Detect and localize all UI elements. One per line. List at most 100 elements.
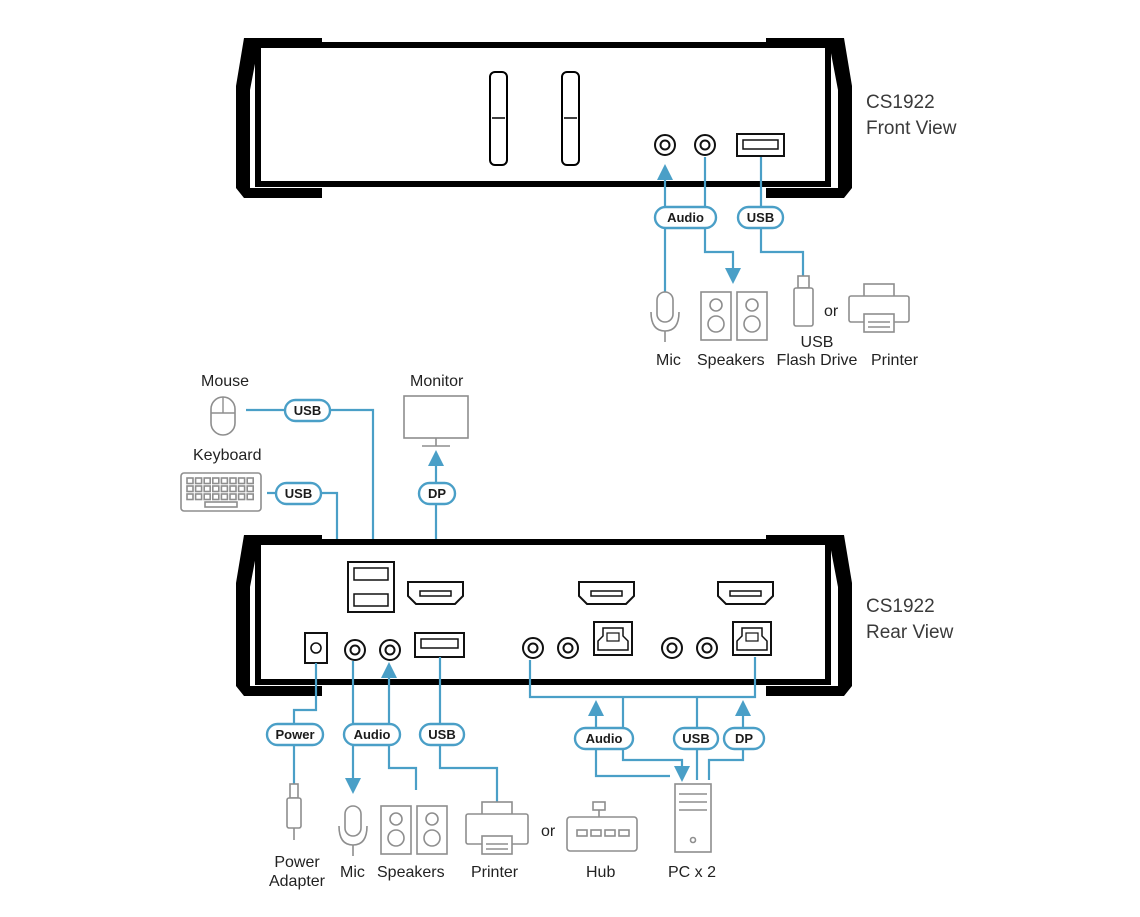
keyboard-key bbox=[237, 477, 246, 485]
keyboard-key bbox=[212, 493, 220, 501]
keyboard-key bbox=[194, 493, 203, 501]
rear-usb-port bbox=[414, 632, 465, 658]
keyboard-key bbox=[220, 477, 229, 485]
rear-mic-jack bbox=[344, 639, 366, 661]
svg-text:DP: DP bbox=[735, 731, 753, 746]
svg-text:Audio: Audio bbox=[354, 727, 391, 742]
keyboard-key bbox=[229, 493, 237, 501]
keyboard-key bbox=[246, 485, 254, 493]
rear-unit bbox=[236, 535, 852, 696]
mouse-usb-badge: USB bbox=[283, 398, 332, 423]
monitor-icon bbox=[403, 395, 469, 447]
front-mic-label: Mic bbox=[656, 352, 681, 369]
rear-title-view: Rear View bbox=[866, 622, 954, 643]
mouse-icon bbox=[210, 396, 236, 436]
keyboard-key bbox=[203, 485, 211, 493]
svg-text:USB: USB bbox=[285, 486, 312, 501]
rear-usb-badge: USB bbox=[418, 722, 466, 747]
front-unit bbox=[236, 38, 852, 198]
keyboard-key bbox=[246, 477, 254, 485]
microphone-icon bbox=[650, 291, 680, 342]
pc1-audio-jacks bbox=[522, 637, 579, 659]
svg-text:USB: USB bbox=[747, 210, 774, 225]
keyboard-label: Keyboard bbox=[193, 447, 262, 464]
mouse-label: Mouse bbox=[201, 373, 249, 390]
usb-hub-icon bbox=[566, 801, 638, 852]
rear-chassis bbox=[255, 539, 831, 685]
keyboard-key bbox=[212, 485, 220, 493]
rear-speaker-jack bbox=[379, 639, 401, 661]
keyboard-key bbox=[229, 477, 237, 485]
front-audio-badge: Audio bbox=[653, 205, 718, 230]
rear-title-model: CS1922 bbox=[866, 596, 935, 617]
rear-or-label: or bbox=[541, 823, 556, 840]
keyboard-key bbox=[220, 493, 229, 501]
front-or-label: or bbox=[824, 303, 839, 320]
front-left-bracket bbox=[236, 38, 322, 198]
keyboard-key bbox=[212, 477, 220, 485]
pc-label: PC x 2 bbox=[668, 864, 716, 881]
front-title-model: CS1922 bbox=[866, 92, 935, 113]
speakers-icon bbox=[700, 291, 768, 341]
keyboard-key bbox=[203, 477, 211, 485]
front-speaker-jack bbox=[694, 134, 716, 156]
front-right-bracket bbox=[766, 38, 852, 198]
rear-speakers-label: Speakers bbox=[377, 864, 445, 881]
keyboard-icon bbox=[180, 472, 262, 512]
front-mic-jack bbox=[654, 134, 676, 156]
svg-text:Audio: Audio bbox=[586, 731, 623, 746]
power-jack bbox=[304, 632, 328, 664]
keyboard-key bbox=[220, 485, 229, 493]
svg-text:Power: Power bbox=[275, 727, 314, 742]
monitor-dp-badge: DP bbox=[417, 481, 457, 506]
pc2-usb-b-port bbox=[732, 621, 772, 656]
keyboard-spacebar bbox=[204, 501, 238, 508]
power-adapter-icon bbox=[286, 783, 302, 840]
svg-text:USB: USB bbox=[428, 727, 455, 742]
keyboard-key bbox=[203, 493, 211, 501]
pc-audio-badge: Audio bbox=[573, 726, 635, 751]
front-printer-icon bbox=[848, 283, 910, 333]
keyboard-key bbox=[186, 493, 194, 501]
keyboard-key bbox=[194, 485, 203, 493]
rear-audio-badge: Audio bbox=[342, 722, 402, 747]
pc-tower-icon bbox=[674, 783, 712, 853]
svg-text:DP: DP bbox=[428, 486, 446, 501]
front-usb-port bbox=[736, 133, 785, 157]
monitor-label: Monitor bbox=[410, 373, 464, 390]
rear-printer-label: Printer bbox=[471, 864, 519, 881]
svg-text:USB: USB bbox=[682, 731, 709, 746]
power-adapter-label-line1: Power bbox=[274, 854, 320, 871]
keyboard-key bbox=[237, 493, 246, 501]
hub-label: Hub bbox=[586, 864, 615, 881]
flash-drive-label-line1: USB bbox=[801, 334, 834, 351]
keyboard-key bbox=[229, 485, 237, 493]
front-cables bbox=[657, 157, 805, 300]
front-title-view: Front View bbox=[866, 118, 957, 139]
flash-drive-label-line2: Flash Drive bbox=[777, 352, 858, 369]
rear-speakers-icon bbox=[380, 805, 448, 855]
rear-mic-label: Mic bbox=[340, 864, 365, 881]
keyboard-key bbox=[237, 485, 246, 493]
rear-right-bracket bbox=[766, 535, 852, 696]
front-usb-badge: USB bbox=[736, 205, 785, 230]
rear-left-bracket bbox=[236, 535, 322, 696]
rear-printer-icon bbox=[465, 801, 529, 855]
rear-microphone-icon bbox=[338, 805, 368, 856]
keyboard-usb-badge: USB bbox=[274, 481, 323, 506]
keyboard-key bbox=[246, 493, 254, 501]
keyboard-key bbox=[186, 477, 194, 485]
pc-usb-badge: USB bbox=[672, 726, 720, 751]
svg-text:Audio: Audio bbox=[667, 210, 704, 225]
front-printer-label: Printer bbox=[871, 352, 919, 369]
pc1-usb-b-port bbox=[593, 621, 633, 656]
usb-flash-drive-icon bbox=[793, 275, 814, 327]
front-chassis bbox=[255, 42, 831, 187]
keyboard-key bbox=[194, 477, 203, 485]
keyboard-key bbox=[186, 485, 194, 493]
rear-console-usb-ports bbox=[347, 561, 395, 613]
svg-text:USB: USB bbox=[294, 403, 321, 418]
power-badge: Power bbox=[265, 722, 325, 747]
front-speakers-label: Speakers bbox=[697, 352, 765, 369]
